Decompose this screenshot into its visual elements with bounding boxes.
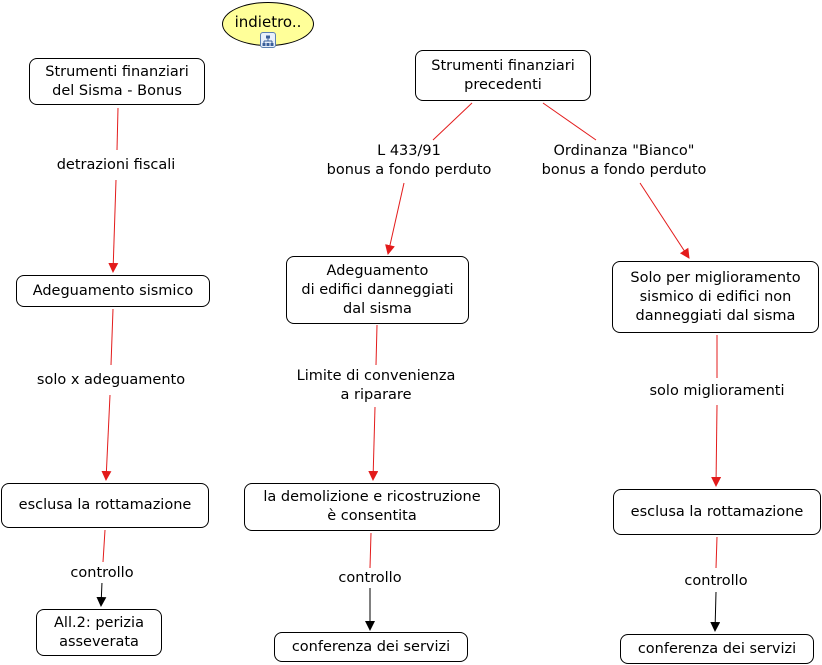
concept-node-edifici-danneggiati: Adeguamento di edifici danneggiati dal s… (286, 256, 469, 324)
back-link-label[interactable]: indietro.. (234, 13, 302, 31)
connector-arrow (710, 591, 721, 632)
concept-node-demolizione-ricostruzione: la demolizione e ricostruzione è consent… (244, 483, 500, 531)
connector-arrow (368, 406, 379, 481)
link-label-controllo-3: controllo (666, 572, 766, 591)
concept-node-conferenza-servizi-2: conferenza dei servizi (620, 634, 814, 664)
link-label-solo-x-adeguamento: solo x adeguamento (20, 371, 202, 390)
link-label-ordinanza-bianco: Ordinanza "Bianco" bonus a fondo perduto (524, 142, 724, 180)
node-text: conferenza dei servizi (291, 638, 451, 655)
concept-node-adeguamento-sismico: Adeguamento sismico (16, 275, 210, 307)
concept-node-strumenti-precedenti: Strumenti finanziari precedenti (415, 50, 591, 101)
connector-arrow (96, 581, 107, 607)
link-label-detrazioni-fiscali: detrazioni fiscali (36, 156, 196, 175)
concept-node-sisma-bonus: Strumenti finanziari del Sisma - Bonus (29, 58, 205, 105)
concept-node-conferenza-servizi-1: conferenza dei servizi (274, 632, 468, 662)
connector-line (116, 107, 119, 151)
node-text: Strumenti finanziari del Sisma - Bonus (45, 63, 189, 99)
node-text: Adeguamento di edifici danneggiati dal s… (301, 262, 454, 317)
link-label-controllo-1: controllo (52, 564, 152, 583)
connector-arrow (639, 182, 690, 259)
link-label-l-433-91: L 433/91 bonus a fondo perduto (309, 142, 509, 180)
concept-node-esclusa-rottamazione-2: esclusa la rottamazione (613, 489, 821, 535)
node-text: Adeguamento sismico (32, 282, 194, 299)
connector-arrow (711, 404, 722, 487)
node-text: Strumenti finanziari precedenti (431, 57, 575, 93)
node-text: Solo per miglioramento sismico di edific… (630, 269, 801, 324)
connector-line (102, 529, 106, 563)
link-label-solo-miglioramenti: solo miglioramenti (627, 382, 807, 401)
node-text: conferenza dei servizi (637, 640, 797, 657)
connector-line (110, 308, 114, 366)
link-label-limite-convenienza: Limite di convenienza a riparare (276, 367, 476, 405)
connector-line (375, 324, 378, 366)
concept-node-esclusa-rottamazione-1: esclusa la rottamazione (1, 483, 209, 528)
connector-line (715, 536, 718, 569)
connector-line (542, 102, 597, 141)
node-text: All.2: perizia asseverata (54, 614, 144, 650)
connector-line (369, 532, 372, 569)
connector-arrow (101, 394, 112, 481)
connector-arrow (385, 182, 405, 255)
node-text: esclusa la rottamazione (630, 503, 804, 520)
node-text: la demolizione e ricostruzione è consent… (263, 489, 481, 524)
concept-map-icon[interactable] (260, 32, 276, 48)
concept-node-perizia-asseverata: All.2: perizia asseverata (36, 609, 162, 656)
connector-arrow (108, 179, 119, 273)
node-text: esclusa la rottamazione (18, 497, 192, 513)
link-label-controllo-2: controllo (320, 569, 420, 588)
connector-line (432, 102, 473, 141)
concept-node-miglioramento-sismico: Solo per miglioramento sismico di edific… (612, 261, 819, 333)
